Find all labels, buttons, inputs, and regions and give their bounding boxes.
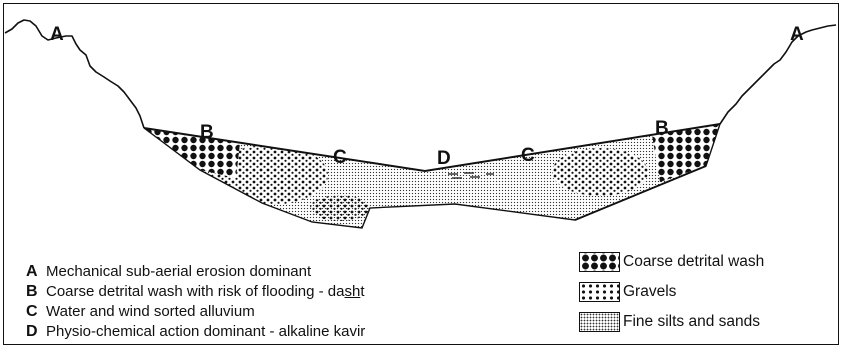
material-legend-item-fine: Fine silts and sands: [579, 307, 764, 337]
zone-legend-text-underlined: sh: [344, 283, 360, 300]
zone-legend-key: B: [26, 282, 46, 302]
zone-legend-key: D: [26, 322, 46, 342]
zone-label-b-left: B: [200, 122, 214, 143]
fine-silts-swatch-icon: [579, 312, 620, 332]
terrain-profile: [5, 20, 836, 128]
material-legend-label: Coarse detrital wash: [623, 253, 764, 271]
gravels-swatch-icon: [579, 282, 620, 302]
zone-legend-key: C: [26, 302, 46, 322]
zone-legend-text-end: t: [360, 283, 364, 300]
zone-legend-text: Water and wind sorted alluvium: [46, 303, 255, 320]
zone-legend-text: Physio-chemical action dominant - alkali…: [46, 323, 365, 340]
zone-legend-key: A: [26, 262, 46, 282]
zone-legend-text: Coarse detrital wash with risk of floodi…: [46, 283, 344, 300]
material-legend-label: Fine silts and sands: [623, 313, 760, 331]
zone-label-c-left: C: [333, 147, 347, 168]
zone-label-c-right: C: [521, 145, 535, 166]
zone-label-a-right: A: [790, 24, 804, 45]
zone-label-b-right: B: [655, 118, 669, 139]
material-legend-label: Gravels: [623, 283, 676, 301]
zone-label-a-left: A: [50, 24, 64, 45]
coarse-detrital-swatch-icon: [579, 252, 620, 272]
zone-label-d: D: [437, 148, 451, 169]
material-legend-item-gravel: Gravels: [579, 277, 764, 307]
material-legend: Coarse detrital wash Gravels Fine silts …: [579, 247, 764, 337]
zone-legend-text: Mechanical sub-aerial erosion dominant: [46, 263, 311, 280]
material-legend-item-coarse: Coarse detrital wash: [579, 247, 764, 277]
